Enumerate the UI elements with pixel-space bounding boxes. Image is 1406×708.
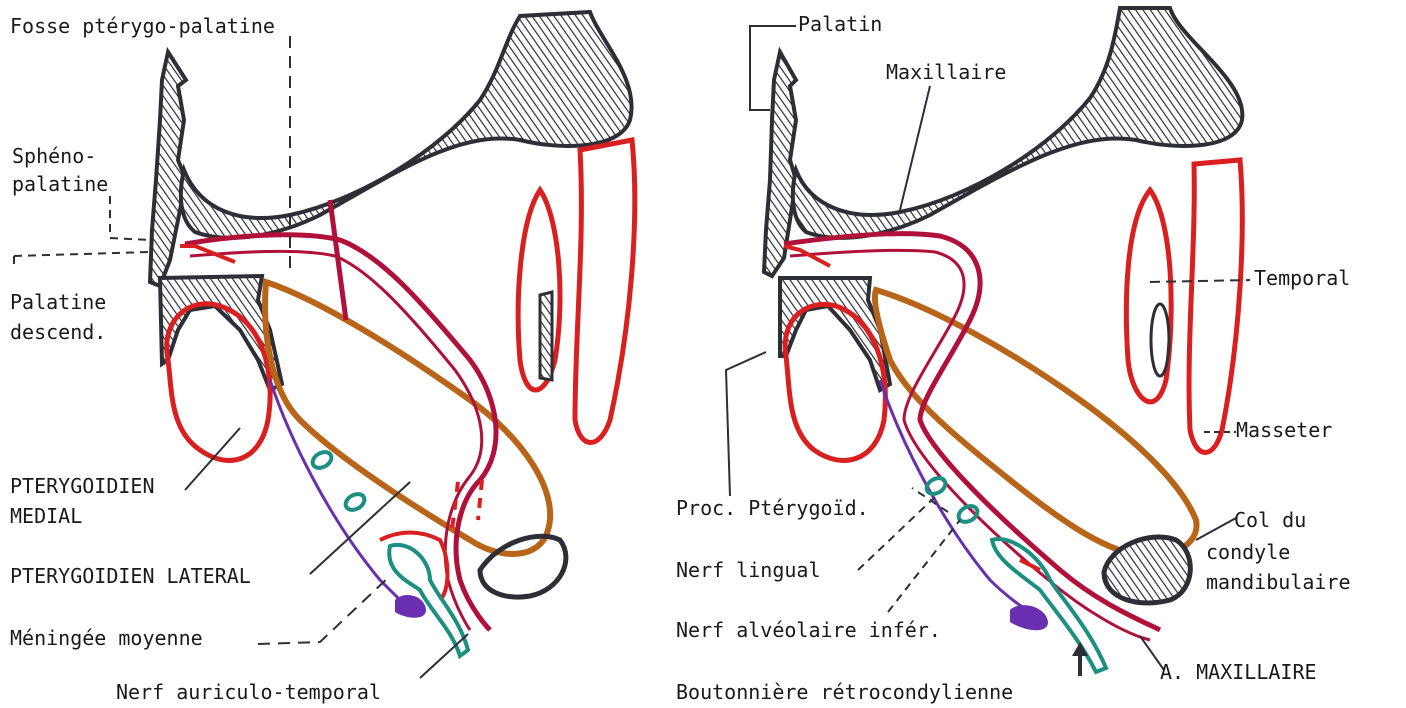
right-coronoid-section (1151, 304, 1169, 376)
label-temporal: Temporal (1254, 266, 1350, 290)
right-maxillary-arch (793, 8, 1243, 238)
left-maxillary-arch (181, 12, 632, 238)
label-proc-pterygoid: Proc. Ptérygoïd. (676, 496, 869, 520)
label-maxillaire: Maxillaire (886, 60, 1006, 84)
left-pterygoid-plate (150, 52, 186, 286)
label-col-du-condyle-line1: Col du (1234, 508, 1306, 532)
left-nerve-section-1 (310, 449, 334, 471)
label-fosse-pterygo-palatine: Fosse ptérygo-palatine (10, 14, 275, 38)
label-palatine-descend-line1: Palatine (10, 290, 106, 314)
label-masseter: Masseter (1236, 418, 1332, 442)
label-col-du-condyle-line3: mandibulaire (1206, 570, 1351, 594)
right-masseter-muscle (1189, 160, 1242, 453)
label-nerf-lingual: Nerf lingual (676, 558, 821, 582)
left-nerve-section-2 (343, 491, 367, 513)
label-pterygoidien-medial-line2: MEDIAL (10, 504, 82, 528)
label-pterygoidien-lateral: PTERYGOIDIEN LATERAL (10, 564, 251, 588)
label-meningee-moyenne: Méningée moyenne (10, 626, 203, 650)
label-pterygoidien-medial-line1: PTERYGOIDIEN (10, 474, 155, 498)
label-palatine-descend-line2: descend. (10, 320, 106, 344)
left-lateral-pterygoid (265, 282, 550, 554)
label-nerf-auriculo-temporal: Nerf auriculo-temporal (116, 680, 381, 704)
label-palatin: Palatin (798, 12, 882, 36)
left-zygomatic-section (540, 292, 552, 380)
label-spheno-palatine-line2: palatine (12, 172, 108, 196)
left-condyle (480, 536, 566, 597)
label-boutonniere-retrocondylienne: Boutonnière rétrocondylienne (676, 680, 1013, 704)
right-nerve-section-1 (924, 475, 948, 497)
left-masseter-muscle (575, 140, 635, 443)
label-col-du-condyle-line2: condyle (1206, 540, 1290, 564)
label-a-maxillaire: A. MAXILLAIRE (1160, 660, 1317, 684)
label-spheno-palatine-line1: Sphéno- (12, 144, 96, 168)
label-nerf-alveolaire-inferieur: Nerf alvéolaire infér. (676, 618, 941, 642)
